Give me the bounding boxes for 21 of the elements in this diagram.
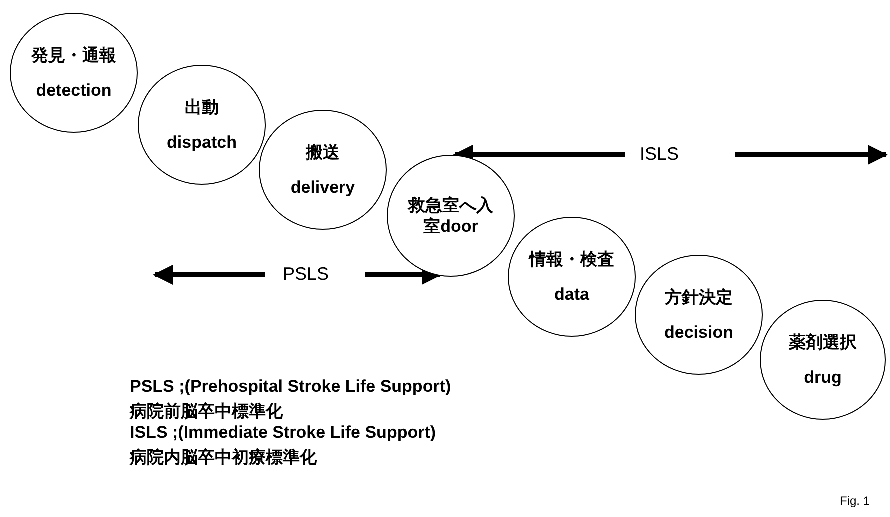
stage-label: dispatch	[167, 132, 237, 153]
stage-label: 出動	[185, 97, 219, 118]
stage-label: decision	[664, 322, 734, 343]
span-label: PSLS	[283, 264, 330, 285]
stage-label: 方針決定	[665, 287, 733, 308]
stage-label: data	[554, 284, 590, 305]
legend-text: 病院内脳卒中初療標準化	[130, 447, 317, 469]
span-label: ISLS	[640, 144, 680, 165]
stage-label: 発見・通報	[32, 45, 116, 66]
stage-label: detection	[36, 80, 112, 101]
stage-label: 救急室へ入室door	[406, 195, 494, 237]
stage-circle	[387, 155, 515, 277]
legend-text: 病院前脳卒中標準化	[130, 401, 283, 423]
stage-label: 搬送	[306, 142, 340, 163]
stage-label: 情報・検査	[530, 249, 614, 270]
legend-text: PSLS ;(Prehospital Stroke Life Support)	[130, 377, 452, 397]
figure-caption: Fig. 1	[840, 494, 870, 508]
stage-label: delivery	[290, 177, 356, 198]
stage-label: drug	[804, 367, 842, 388]
legend-text: ISLS ;(Immediate Stroke Life Support)	[130, 423, 436, 443]
stage-label: 薬剤選択	[789, 332, 857, 353]
